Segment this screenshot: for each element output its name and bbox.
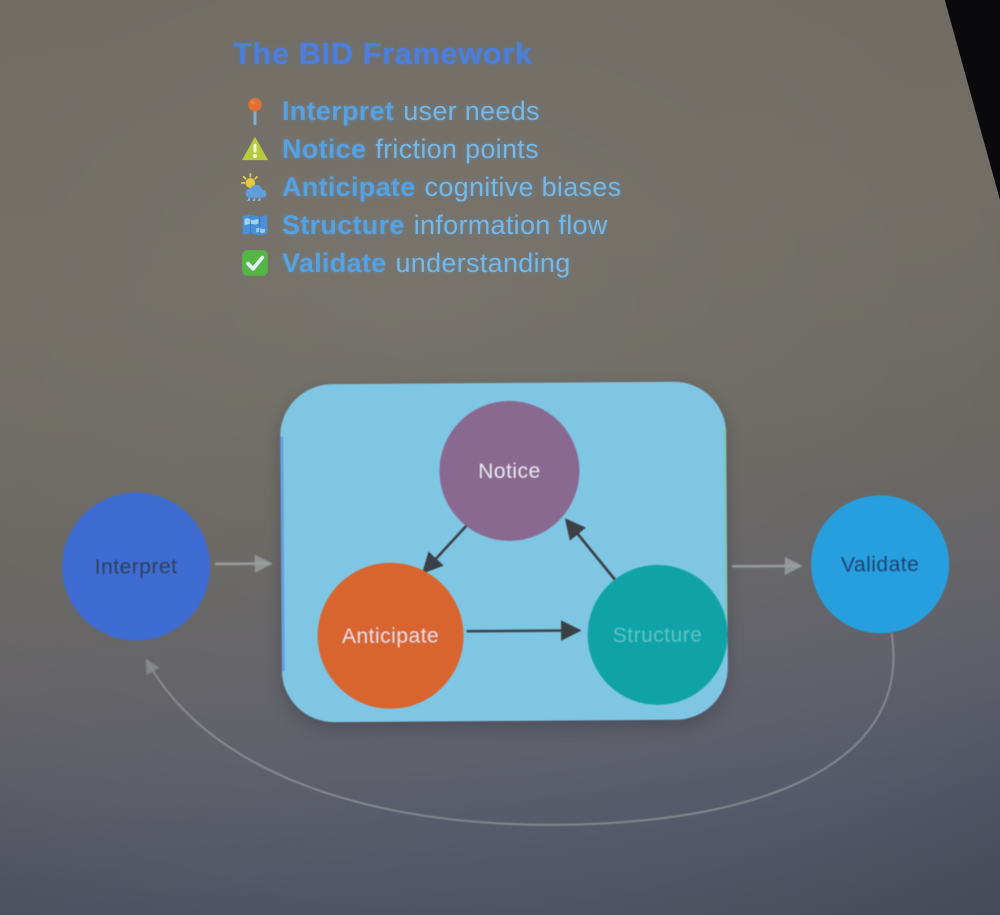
bullet-keyword: Validate [282, 247, 387, 278]
node-structure [587, 564, 728, 705]
node-anticipate-label: Anticipate [342, 624, 439, 648]
node-validate [811, 495, 950, 634]
bullet-structure: Structure information flow [241, 206, 621, 244]
round-pushpin-icon [241, 97, 269, 125]
edge-validate-to-interpret-feedback [145, 633, 895, 826]
bullet-keyword: Structure [282, 209, 405, 240]
node-notice [439, 400, 580, 541]
edge-notice-to-anticipate [422, 523, 469, 574]
warning-triangle-icon [241, 135, 269, 163]
slide-title: The BID Framework [233, 36, 533, 71]
node-interpret-label: Interpret [95, 555, 178, 579]
edge-structure-to-notice [564, 518, 618, 583]
bullet-keyword: Notice [282, 133, 367, 164]
node-structure-label: Structure [613, 624, 703, 648]
bullet-text: user needs [403, 95, 540, 126]
bullet-text: friction points [375, 133, 539, 164]
node-notice-label: Notice [478, 460, 541, 483]
bullet-validate: Validate understanding [241, 244, 621, 282]
bullet-interpret: Interpret user needs [241, 92, 621, 130]
bullet-keyword: Interpret [282, 95, 395, 126]
bullet-text: information flow [413, 209, 608, 240]
box-left-fringe [280, 436, 285, 672]
check-mark-icon [241, 249, 269, 277]
node-interpret [62, 492, 211, 641]
bullet-notice: Notice friction points [241, 130, 621, 168]
bullet-text: understanding [395, 247, 571, 278]
edge-anticipate-to-structure [466, 620, 582, 641]
node-anticipate [317, 562, 464, 709]
bullet-text: cognitive biases [424, 171, 622, 202]
box-right-fringe [723, 428, 728, 649]
sun-behind-rain-cloud-icon [241, 173, 269, 201]
bullet-keyword: Anticipate [282, 171, 416, 202]
framework-bullet-list: Interpret user needs Notice friction point… [241, 92, 621, 282]
bullet-anticipate: Anticipate cognitive biases [241, 168, 621, 206]
node-validate-label: Validate [841, 553, 920, 577]
world-map-icon [241, 211, 269, 239]
